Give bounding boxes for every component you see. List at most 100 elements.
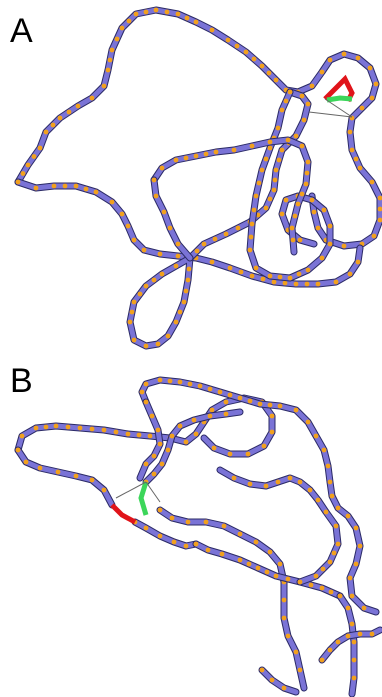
bead — [351, 675, 357, 681]
bead — [369, 179, 375, 185]
bead — [335, 639, 341, 645]
bead — [267, 273, 273, 279]
bead — [164, 9, 170, 15]
bead — [287, 275, 293, 281]
bead — [367, 65, 373, 71]
bead — [266, 70, 272, 76]
bead — [273, 77, 279, 83]
panel-a: A — [10, 6, 382, 350]
bead — [309, 83, 315, 89]
bead — [89, 477, 95, 483]
bead — [155, 341, 161, 347]
bead — [335, 505, 341, 511]
bead — [355, 55, 361, 61]
bead — [173, 319, 179, 325]
bead — [143, 343, 149, 349]
bead — [157, 377, 163, 383]
bead — [311, 209, 317, 215]
bead — [231, 147, 237, 153]
bead — [153, 193, 159, 199]
bead — [143, 381, 149, 387]
bead — [301, 117, 307, 123]
bead — [293, 407, 299, 413]
link-line-b — [115, 481, 147, 499]
bead — [89, 95, 95, 101]
bead — [50, 122, 56, 128]
bead — [371, 233, 377, 239]
bead — [186, 266, 192, 272]
bead — [308, 582, 314, 588]
bead — [297, 667, 303, 673]
bead — [20, 171, 26, 176]
bead — [331, 550, 337, 556]
bead — [321, 207, 327, 213]
bead — [271, 187, 277, 193]
bead — [51, 183, 57, 189]
bead — [143, 283, 149, 289]
bead — [253, 539, 259, 545]
bead — [267, 145, 273, 151]
bead — [287, 89, 293, 95]
bead — [109, 199, 115, 205]
bead — [209, 407, 215, 413]
bead — [165, 447, 171, 453]
bead — [203, 151, 209, 157]
bead — [247, 247, 253, 253]
bead — [327, 559, 333, 565]
bead — [131, 337, 137, 343]
bead — [169, 515, 175, 521]
bead — [223, 399, 229, 405]
bead — [293, 133, 299, 139]
bead — [279, 107, 285, 113]
bead — [269, 677, 275, 683]
bead — [151, 277, 157, 283]
bead — [73, 473, 79, 479]
bead — [19, 433, 25, 439]
link-line-a2 — [308, 111, 353, 118]
bead — [177, 423, 183, 429]
bead — [251, 207, 257, 213]
bead — [303, 181, 309, 187]
bead — [277, 403, 283, 409]
bead — [153, 7, 159, 13]
bead — [207, 413, 213, 419]
panel-a-label: A — [10, 12, 33, 50]
bead — [273, 167, 279, 173]
bead — [297, 237, 303, 243]
bead — [345, 633, 351, 639]
bead — [238, 269, 244, 275]
bead — [315, 225, 321, 231]
bead — [245, 451, 251, 457]
bead — [369, 95, 375, 101]
bead — [320, 566, 326, 572]
bead — [126, 18, 132, 24]
bead — [15, 179, 21, 185]
panel-b: B — [0, 350, 382, 697]
bead — [181, 299, 187, 305]
bead — [275, 479, 281, 485]
bead — [327, 241, 333, 247]
bead — [147, 433, 153, 439]
bead — [285, 576, 291, 582]
bead — [101, 83, 107, 89]
bead — [341, 243, 347, 249]
bead — [253, 265, 259, 271]
bead — [283, 98, 289, 104]
bead — [105, 67, 111, 73]
bead — [151, 453, 157, 459]
bead — [299, 143, 305, 149]
bead — [333, 523, 339, 529]
bead — [281, 685, 287, 691]
bead — [249, 143, 255, 149]
bead — [187, 381, 193, 387]
bead — [89, 426, 95, 432]
bead — [183, 155, 189, 161]
bead — [305, 159, 311, 165]
bead — [257, 401, 263, 407]
bead — [143, 461, 149, 467]
chain-outline — [138, 376, 380, 616]
bead — [361, 605, 367, 611]
bead — [113, 429, 119, 435]
bead — [237, 395, 243, 401]
bead — [341, 51, 347, 57]
